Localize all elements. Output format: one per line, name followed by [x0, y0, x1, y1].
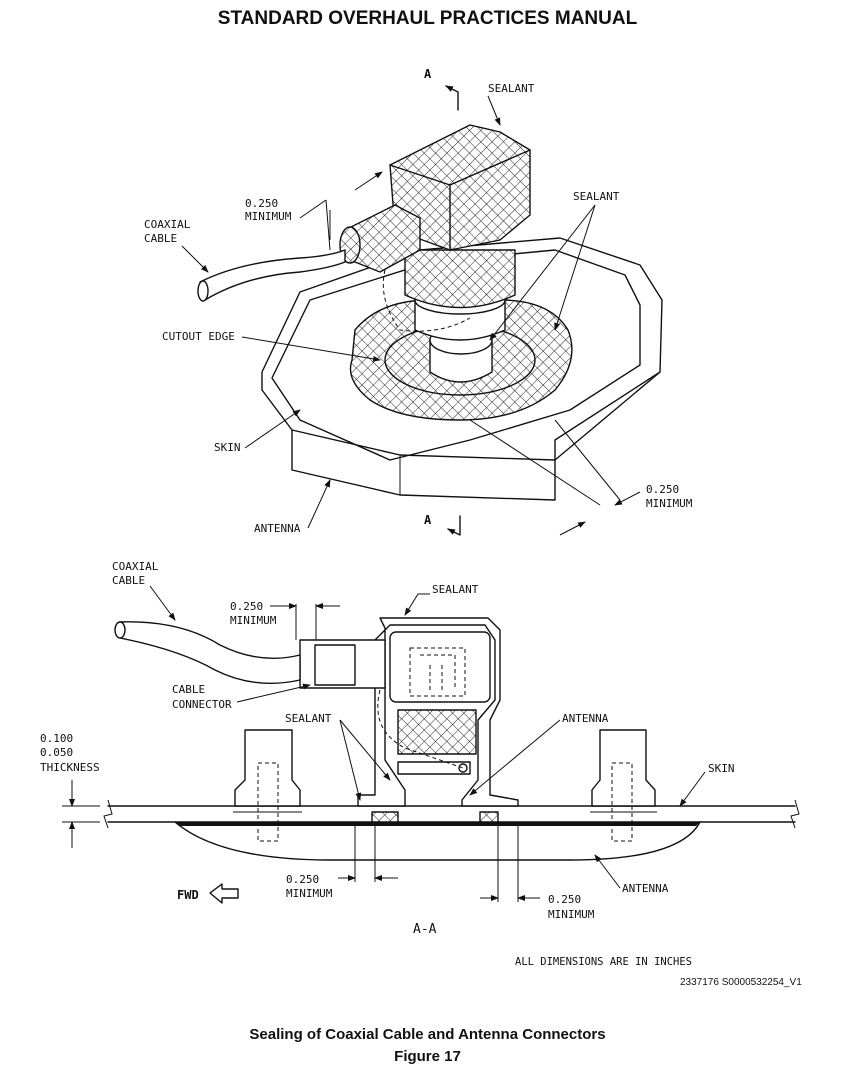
connector-housing	[357, 617, 519, 807]
page-header: STANDARD OVERHAUL PRACTICES MANUAL	[217, 8, 638, 29]
label-sealant-top: SEALANT	[488, 82, 535, 95]
label-coax-s-line1: COAXIAL	[112, 560, 159, 573]
label-dim-s-bl-value: 0.250	[286, 873, 319, 886]
label-sealant-s-top: SEALANT	[432, 583, 479, 596]
section-mark-a-top: A	[424, 67, 432, 81]
label-dim-right-value: 0.250	[646, 483, 679, 496]
label-coax-s-line2: CABLE	[112, 574, 145, 587]
figure-id: 2337176 S0000532254_V1	[680, 977, 802, 988]
section-sealant-block	[397, 709, 477, 755]
antenna-body	[174, 821, 701, 861]
label-coax-line2: CABLE	[144, 232, 177, 245]
label-dim-s-top-value: 0.250	[230, 600, 263, 613]
label-fwd: FWD	[177, 888, 199, 902]
label-section-aa: A-A	[413, 922, 437, 937]
label-sealant-right: SEALANT	[573, 190, 620, 203]
label-antenna-s-top: ANTENNA	[562, 712, 609, 725]
label-dim-s-br-value: 0.250	[548, 893, 581, 906]
label-dim-s-br-min: MINIMUM	[548, 908, 595, 921]
figure-caption-title: Sealing of Coaxial Cable and Antenna Con…	[249, 1026, 606, 1043]
label-dim-left-min: MINIMUM	[245, 210, 292, 223]
label-cable-conn-line1: CABLE	[172, 683, 205, 696]
label-sealant-s-left: SEALANT	[285, 712, 332, 725]
label-dim-s-bl-min: MINIMUM	[286, 887, 333, 900]
connector-sealant	[404, 249, 516, 309]
label-cable-conn-line2: CONNECTOR	[172, 698, 232, 711]
label-cutout-edge: CUTOUT EDGE	[162, 330, 235, 343]
label-skin-s: SKIN	[708, 762, 735, 775]
label-antenna-s-bottom: ANTENNA	[622, 882, 669, 895]
isometric-view	[181, 85, 663, 536]
label-thick-line3: THICKNESS	[40, 761, 100, 774]
section-view	[62, 585, 800, 904]
figure-caption-number: Figure 17	[394, 1048, 461, 1065]
label-dim-right-min: MINIMUM	[646, 497, 693, 510]
label-thick-line1: 0.100	[40, 732, 73, 745]
label-antenna-top: ANTENNA	[254, 522, 301, 535]
label-dim-s-top-min: MINIMUM	[230, 614, 277, 627]
label-coax-line1: COAXIAL	[144, 218, 191, 231]
section-mark-a-bottom: A	[424, 513, 432, 527]
label-dim-left-value: 0.250	[245, 197, 278, 210]
label-thick-line2: 0.050	[40, 746, 73, 759]
label-skin-top: SKIN	[214, 441, 241, 454]
dimension-note: ALL DIMENSIONS ARE IN INCHES	[515, 956, 692, 968]
